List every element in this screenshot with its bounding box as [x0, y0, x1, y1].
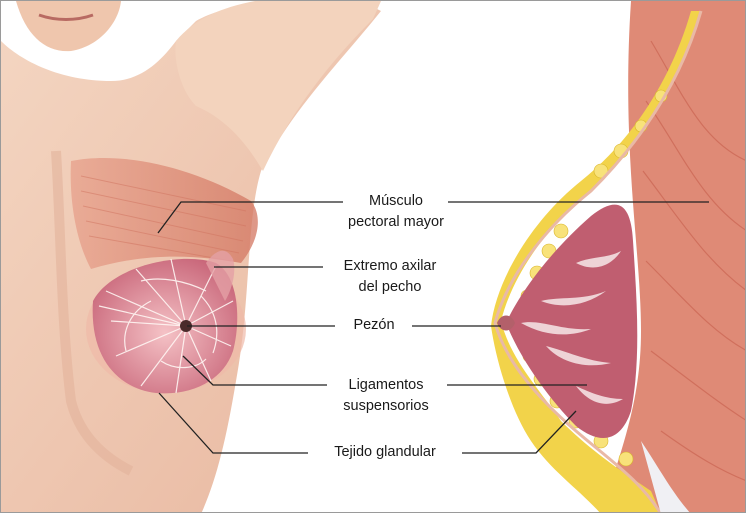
label-pectoral-major: Músculo pectoral mayor [348, 193, 444, 230]
leader-pectoral-left [157, 201, 343, 234]
leader-ligaments-left [182, 355, 327, 386]
cross-section-view [491, 1, 745, 512]
nipple-section [497, 315, 515, 331]
front-view [1, 1, 381, 512]
leader-glandular-right [462, 410, 577, 454]
leader-glandular-left [158, 392, 308, 454]
label-axillary-tail: Extremo axilar del pecho [343, 258, 437, 295]
chin [16, 1, 121, 52]
label-suspensory-ligaments: Ligamentos suspensorios [343, 377, 429, 414]
arm-skin [175, 1, 381, 171]
leader-lines [157, 201, 709, 454]
fat-layer [491, 11, 701, 512]
label-nipple: Pezón [353, 317, 395, 333]
label-glandular-tissue: Tejido glandular [334, 444, 436, 460]
nipple-front [180, 320, 192, 332]
